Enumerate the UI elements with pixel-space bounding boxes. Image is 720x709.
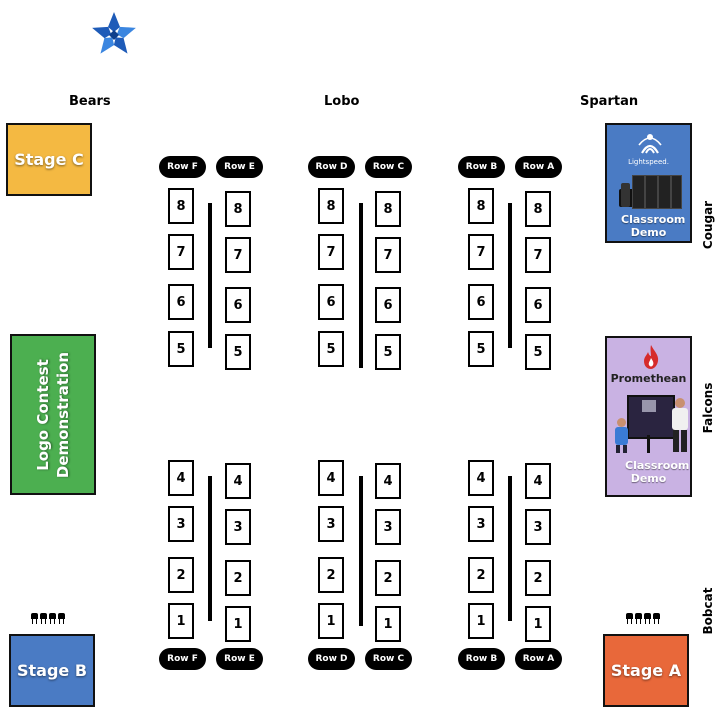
booth-row-e-3: 3 xyxy=(225,509,251,545)
row-c-label-top: Row C xyxy=(365,156,412,178)
booth-row-a-7: 7 xyxy=(525,237,551,273)
booth-row-b-8: 8 xyxy=(468,188,494,224)
booth-row-d-6: 6 xyxy=(318,284,344,320)
row-a-label-top: Row A xyxy=(515,156,562,178)
booth-row-c-6: 6 xyxy=(375,287,401,323)
stage-b-label: Stage B xyxy=(16,661,88,680)
row-f-label-top: Row F xyxy=(159,156,206,178)
zone-label-spartan: Spartan xyxy=(580,94,639,109)
booth-row-f-1: 1 xyxy=(168,603,194,639)
booth-row-d-1: 1 xyxy=(318,603,344,639)
booth-row-a-5: 5 xyxy=(525,334,551,370)
stage-c: Stage C xyxy=(6,123,92,196)
booth-row-b-1: 1 xyxy=(468,603,494,639)
zone-label-cougar: Cougar xyxy=(701,200,715,250)
booth-row-c-1: 1 xyxy=(375,606,401,642)
booth-row-d-4: 4 xyxy=(318,460,344,496)
row-f-label-bottom: Row F xyxy=(159,648,206,670)
booth-row-d-3: 3 xyxy=(318,506,344,542)
booth-row-f-3: 3 xyxy=(168,506,194,542)
row-divider xyxy=(359,203,363,368)
row-b-label-bottom: Row B xyxy=(458,648,505,670)
booth-row-d-8: 8 xyxy=(318,188,344,224)
booth-row-e-8: 8 xyxy=(225,191,251,227)
stage-c-label: Stage C xyxy=(14,150,84,169)
booth-row-e-5: 5 xyxy=(225,334,251,370)
stage-a-label: Stage A xyxy=(610,661,682,680)
promethean-classroom-demo: Promethean Classroom Demo xyxy=(605,336,692,497)
row-b-label-top: Row B xyxy=(458,156,505,178)
booth-row-d-5: 5 xyxy=(318,331,344,367)
equipment-image xyxy=(619,169,682,209)
lightspeed-logo-text: Lightspeed. xyxy=(628,158,669,166)
row-e-label-top: Row E xyxy=(216,156,263,178)
booth-row-a-3: 3 xyxy=(525,509,551,545)
booth-row-c-5: 5 xyxy=(375,334,401,370)
stage-a: Stage A xyxy=(603,634,689,707)
booth-row-e-1: 1 xyxy=(225,606,251,642)
audience-seats-icon xyxy=(626,613,660,624)
promethean-caption: Classroom Demo xyxy=(625,459,690,485)
booth-row-b-2: 2 xyxy=(468,557,494,593)
booth-row-b-6: 6 xyxy=(468,284,494,320)
classroom-image xyxy=(613,390,690,456)
booth-row-f-4: 4 xyxy=(168,460,194,496)
booth-row-b-3: 3 xyxy=(468,506,494,542)
zone-label-lobo: Lobo xyxy=(324,94,360,109)
booth-row-c-2: 2 xyxy=(375,560,401,596)
booth-row-e-4: 4 xyxy=(225,463,251,499)
row-divider xyxy=(208,476,212,621)
row-d-label-top: Row D xyxy=(308,156,355,178)
booth-row-f-5: 5 xyxy=(168,331,194,367)
booth-row-f-2: 2 xyxy=(168,557,194,593)
booth-row-a-4: 4 xyxy=(525,463,551,499)
booth-row-c-4: 4 xyxy=(375,463,401,499)
logo-contest-stage: Logo Contest Demonstration xyxy=(10,334,96,495)
booth-row-f-8: 8 xyxy=(168,188,194,224)
booth-row-b-4: 4 xyxy=(468,460,494,496)
booth-row-e-6: 6 xyxy=(225,287,251,323)
row-divider xyxy=(359,476,363,626)
row-c-label-bottom: Row C xyxy=(365,648,412,670)
booth-row-f-7: 7 xyxy=(168,234,194,270)
booth-row-c-8: 8 xyxy=(375,191,401,227)
promethean-logo-text: Promethean xyxy=(610,372,687,385)
logo-contest-label: Logo Contest Demonstration xyxy=(34,351,73,478)
row-divider xyxy=(508,203,512,348)
booth-row-b-7: 7 xyxy=(468,234,494,270)
stage-b: Stage B xyxy=(9,634,95,707)
booth-row-d-7: 7 xyxy=(318,234,344,270)
booth-row-c-7: 7 xyxy=(375,237,401,273)
row-divider xyxy=(508,476,512,621)
booth-row-f-6: 6 xyxy=(168,284,194,320)
promethean-flame-icon xyxy=(644,345,659,369)
booth-row-a-2: 2 xyxy=(525,560,551,596)
booth-row-b-5: 5 xyxy=(468,331,494,367)
row-e-label-bottom: Row E xyxy=(216,648,263,670)
booth-row-d-2: 2 xyxy=(318,557,344,593)
booth-row-a-6: 6 xyxy=(525,287,551,323)
row-a-label-bottom: Row A xyxy=(515,648,562,670)
booth-row-a-8: 8 xyxy=(525,191,551,227)
row-d-label-bottom: Row D xyxy=(308,648,355,670)
zone-label-bobcat: Bobcat xyxy=(701,587,715,635)
lightspeed-logo-icon xyxy=(638,134,662,154)
audience-seats-icon xyxy=(31,613,65,624)
zone-label-bears: Bears xyxy=(69,94,111,109)
booth-row-a-1: 1 xyxy=(525,606,551,642)
booth-row-e-2: 2 xyxy=(225,560,251,596)
booth-row-e-7: 7 xyxy=(225,237,251,273)
lightspeed-caption: Classroom Demo xyxy=(621,213,686,239)
zone-label-falcons: Falcons xyxy=(701,382,715,434)
row-divider xyxy=(208,203,212,348)
booth-row-c-3: 3 xyxy=(375,509,401,545)
star-logo-icon xyxy=(92,12,136,54)
lightspeed-classroom-demo: Lightspeed. Classroom Demo xyxy=(605,123,692,243)
